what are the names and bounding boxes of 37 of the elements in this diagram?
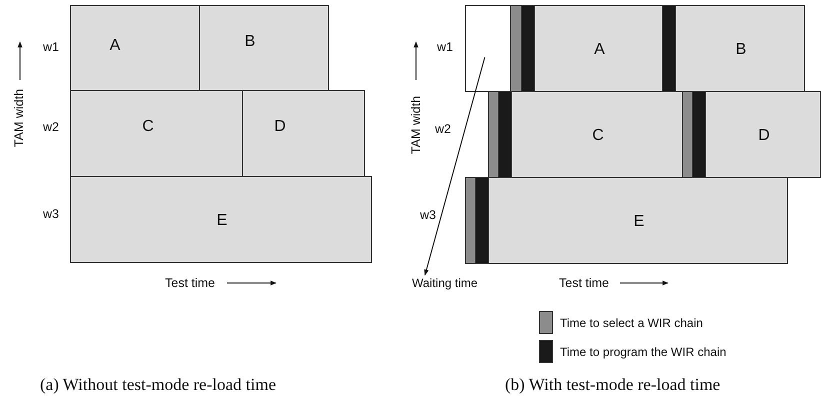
row-label: w3 [43,207,59,221]
row-label: w1 [437,40,453,54]
legend-label: Time to program the WIR chain [560,344,726,358]
test-block [199,5,329,91]
test-block [70,90,243,177]
test-block [242,90,365,177]
block-label: A [110,37,120,55]
block-label: C [142,118,154,136]
leader-line [424,56,486,276]
axis-label: TAM width [12,88,26,148]
block-label: D [758,126,770,144]
test-block [465,177,788,264]
block-label: B [244,33,256,51]
test-block [70,5,200,91]
axis-label: TAM width [409,96,423,154]
subfigure-caption: (b) With test-mode re-load time [505,375,720,395]
annotation-label: Waiting time [412,276,498,291]
row-label: w2 [43,120,59,134]
waiting-region [465,5,511,92]
block-label: C [592,126,604,144]
subfigure-caption: (a) Without test-mode re-load time [40,375,276,395]
block-label: A [594,40,605,58]
block-label: E [216,212,228,230]
axis-label: Test time [165,276,215,290]
test-block [488,91,683,178]
legend-label: Time to select a WIR chain [560,316,703,330]
row-label: w2 [435,122,451,136]
block-label: B [736,40,746,58]
row-label: w1 [43,40,59,54]
axis-label: Test time [559,276,609,290]
block-label: E [634,212,644,230]
test-block [70,176,372,263]
test-block [510,5,663,92]
test-block [662,5,805,92]
row-label: w3 [420,208,436,222]
block-label: D [274,118,286,136]
test-block [682,91,821,178]
